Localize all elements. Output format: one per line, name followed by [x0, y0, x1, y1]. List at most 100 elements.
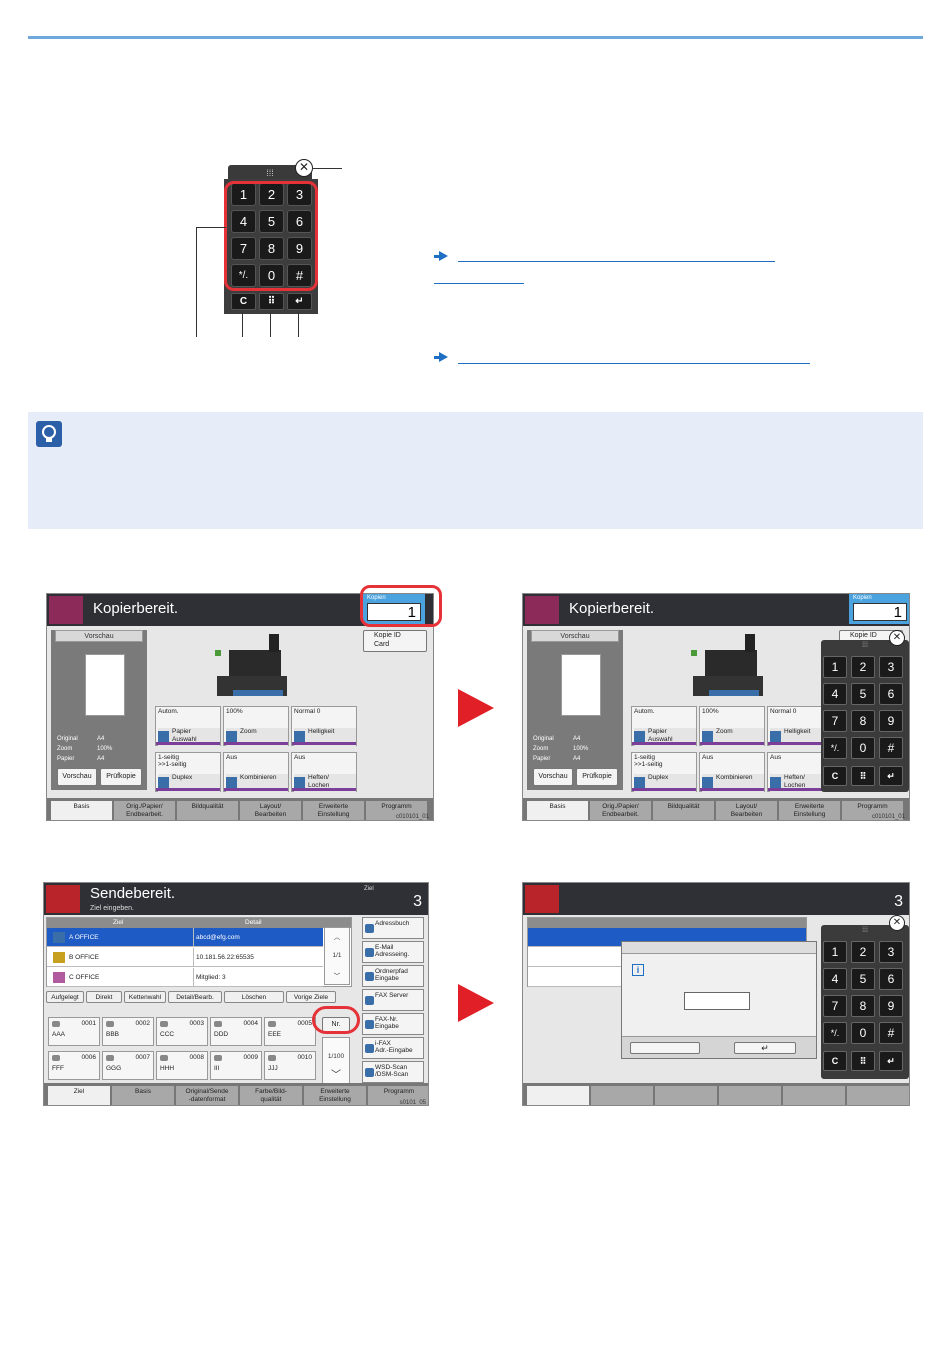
keypad-grid-icon[interactable]: ⠿ [259, 293, 284, 310]
key-1[interactable]: 1 [823, 941, 847, 963]
preview-button[interactable]: Vorschau [57, 768, 97, 786]
clear-key[interactable]: C [231, 293, 256, 310]
key-8[interactable]: 8 [851, 995, 875, 1017]
tab-2[interactable]: Bildqualität [177, 801, 238, 820]
number-input[interactable] [684, 992, 750, 1010]
enter-key[interactable]: ↵ [287, 293, 312, 310]
placed-button[interactable]: Aufgelegt [46, 991, 84, 1003]
previous-destinations-button[interactable]: Vorige Ziele [286, 991, 336, 1003]
tab-1[interactable]: Basis [112, 1086, 174, 1105]
key-7[interactable]: 7 [231, 237, 256, 260]
tab-0[interactable]: Basis [51, 801, 112, 820]
delete-button[interactable]: Löschen [224, 991, 284, 1003]
enter-key[interactable]: ↵ [879, 766, 903, 786]
tab-4[interactable]: Erweiterte Einstellung [779, 801, 840, 820]
key-4[interactable]: 4 [823, 683, 847, 705]
test-copy-button[interactable]: Prüfkopie [100, 768, 142, 786]
key-4[interactable]: 4 [823, 968, 847, 990]
key-9[interactable]: 9 [287, 237, 312, 260]
enter-key[interactable]: ↵ [879, 1051, 903, 1071]
key-2[interactable]: 2 [851, 941, 875, 963]
key-9[interactable]: 9 [879, 710, 903, 732]
folder-path-button[interactable]: Ordnerpfad Eingabe [362, 965, 424, 987]
tab-3[interactable]: Farbe/Bild- qualität [240, 1086, 302, 1105]
tab-4[interactable]: Erweiterte Einstellung [303, 801, 364, 820]
key-6[interactable]: 6 [879, 968, 903, 990]
tab-4[interactable]: Erweiterte Einstellung [304, 1086, 366, 1105]
key-0[interactable]: 0 [851, 1022, 875, 1044]
wsd-scan-button[interactable]: WSD-Scan /DSM-Scan [362, 1061, 424, 1083]
key-star[interactable]: */. [231, 264, 256, 287]
reference-link-2[interactable] [458, 363, 810, 364]
list-scrollbar[interactable]: ︿ 1/1 ﹀ [324, 927, 350, 985]
tab-2[interactable]: Original/Sende -datenformat [176, 1086, 238, 1105]
dialog-ok-button[interactable]: ↵ [734, 1042, 796, 1054]
key-star[interactable]: */. [823, 737, 847, 759]
reference-link-1-continued[interactable] [434, 283, 524, 284]
dialog-cancel-button[interactable] [630, 1042, 700, 1054]
scroll-down-icon[interactable]: ﹀ [331, 1070, 341, 1081]
test-copy-button[interactable]: Prüfkopie [576, 768, 618, 786]
key-0[interactable]: 0 [259, 264, 284, 287]
key-1[interactable]: 1 [823, 656, 847, 678]
key-7[interactable]: 7 [823, 710, 847, 732]
keypad-grid-icon[interactable]: ⠿ [851, 1051, 875, 1071]
onetouch-scrollbar[interactable]: 1/100 ﹀ [322, 1037, 350, 1085]
tab-5[interactable]: Programm [366, 801, 427, 820]
preview-button[interactable]: Vorschau [533, 768, 573, 786]
copies-field[interactable]: Kopien 1 [363, 594, 425, 624]
key-5[interactable]: 5 [259, 210, 284, 233]
key-6[interactable]: 6 [287, 210, 312, 233]
tab-1[interactable] [591, 1086, 653, 1105]
key-6[interactable]: 6 [879, 683, 903, 705]
close-icon[interactable]: ✕ [295, 159, 313, 177]
key-9[interactable]: 9 [879, 995, 903, 1017]
clear-key[interactable]: C [823, 766, 847, 786]
tab-2[interactable] [655, 1086, 717, 1105]
key-8[interactable]: 8 [259, 237, 284, 260]
detail-edit-button[interactable]: Detail/Bearb. [168, 991, 222, 1003]
fax-server-button[interactable]: FAX Server [362, 989, 424, 1011]
tab-3[interactable]: Layout/ Bearbeiten [716, 801, 777, 820]
key-8[interactable]: 8 [851, 710, 875, 732]
key-5[interactable]: 5 [851, 968, 875, 990]
keypad-header[interactable]: ⁞⁞⁞ [228, 165, 312, 181]
reference-link-1[interactable] [458, 261, 775, 262]
copies-field[interactable]: Kopien 1 [849, 594, 909, 624]
paper-selection-button[interactable]: Autom.Papier Auswahl [155, 706, 221, 746]
close-icon[interactable]: ✕ [889, 630, 905, 646]
tab-0[interactable]: Basis [527, 801, 588, 820]
scroll-up-icon[interactable]: ︿ [333, 934, 341, 941]
tab-0[interactable] [527, 1086, 589, 1105]
keypad-grid-icon[interactable]: ⠿ [851, 766, 875, 786]
email-entry-button[interactable]: E-Mail Adresseing. [362, 941, 424, 963]
ifax-entry-button[interactable]: i-FAX Adr.-Eingabe [362, 1037, 424, 1059]
paper-selection-button[interactable]: Autom.Papier Auswahl [631, 706, 697, 746]
key-5[interactable]: 5 [851, 683, 875, 705]
zoom-button[interactable]: 100%Zoom [223, 706, 289, 746]
key-hash[interactable]: # [879, 1022, 903, 1044]
direct-button[interactable]: Direkt [86, 991, 122, 1003]
key-3[interactable]: 3 [879, 941, 903, 963]
tab-3[interactable]: Layout/ Bearbeiten [240, 801, 301, 820]
tab-4[interactable] [783, 1086, 845, 1105]
key-hash[interactable]: # [287, 264, 312, 287]
fax-number-button[interactable]: FAX-Nr. Eingabe [362, 1013, 424, 1035]
tab-2[interactable]: Bildqualität [653, 801, 714, 820]
close-icon[interactable]: ✕ [889, 915, 905, 931]
key-0[interactable]: 0 [851, 737, 875, 759]
